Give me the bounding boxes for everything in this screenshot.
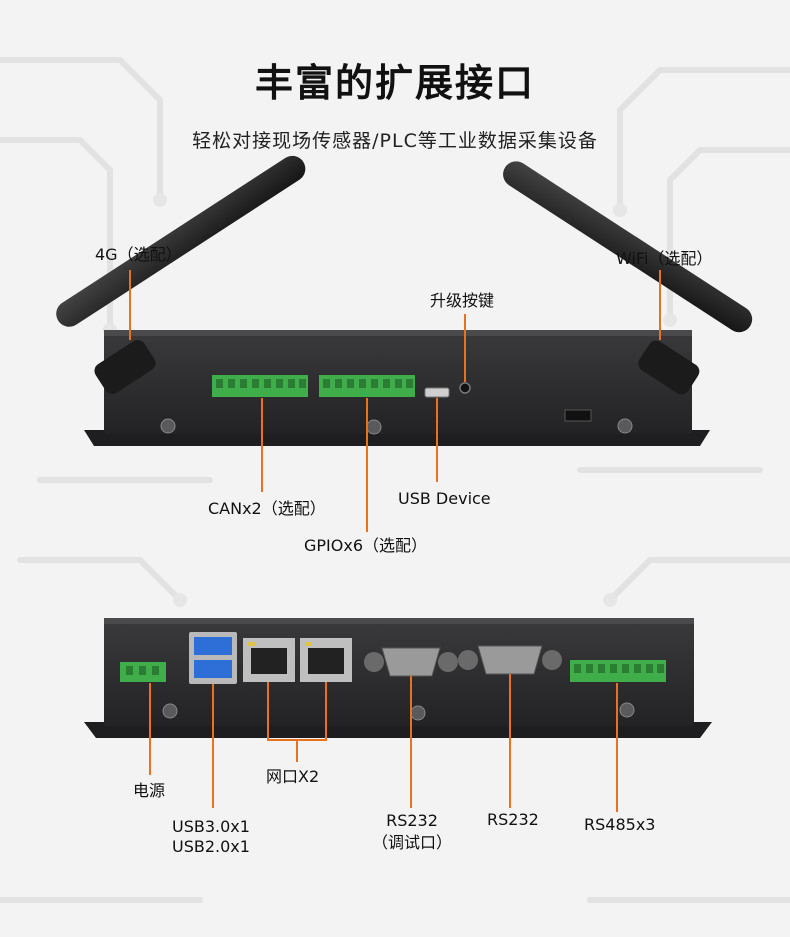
front-callout-lines xyxy=(129,270,661,532)
label-gpio: GPIOx6（选配） xyxy=(304,536,428,555)
gpio-terminal-block xyxy=(319,375,415,397)
antenna-4g xyxy=(56,155,306,394)
label-usb-line2: USB2.0x1 xyxy=(172,837,250,856)
label-rs232-debug-line1: RS232 xyxy=(386,811,438,830)
rear-callout-lines xyxy=(149,674,618,812)
usb-device-port xyxy=(424,387,450,398)
label-usb-device: USB Device xyxy=(398,489,491,508)
label-can: CANx2（选配） xyxy=(208,499,326,518)
upgrade-button-hole xyxy=(459,382,471,394)
antenna-wifi xyxy=(503,161,753,395)
label-rs232: RS232 xyxy=(487,810,539,829)
label-usb-line1: USB3.0x1 xyxy=(172,817,250,836)
label-rs485: RS485x3 xyxy=(584,815,656,834)
ethernet-ports xyxy=(243,638,352,682)
label-ethernet: 网口X2 xyxy=(266,767,320,786)
label-upgrade-button: 升级按键 xyxy=(430,291,495,310)
label-wifi: WiFi（选配） xyxy=(616,249,713,268)
label-rs232-debug-line2: （调试口） xyxy=(371,833,452,852)
power-terminal xyxy=(120,662,166,682)
label-4g: 4G（选配） xyxy=(95,245,182,264)
page-title: 丰富的扩展接口 xyxy=(254,61,535,105)
can-terminal-block xyxy=(212,375,308,397)
front-panel xyxy=(56,155,753,446)
rs485-terminal-block xyxy=(570,660,666,682)
label-power: 电源 xyxy=(133,781,166,800)
page-subtitle: 轻松对接现场传感器/PLC等工业数据采集设备 xyxy=(192,130,598,152)
rear-panel xyxy=(84,618,712,738)
db9-ports xyxy=(364,645,562,677)
usb-stack xyxy=(189,632,237,684)
